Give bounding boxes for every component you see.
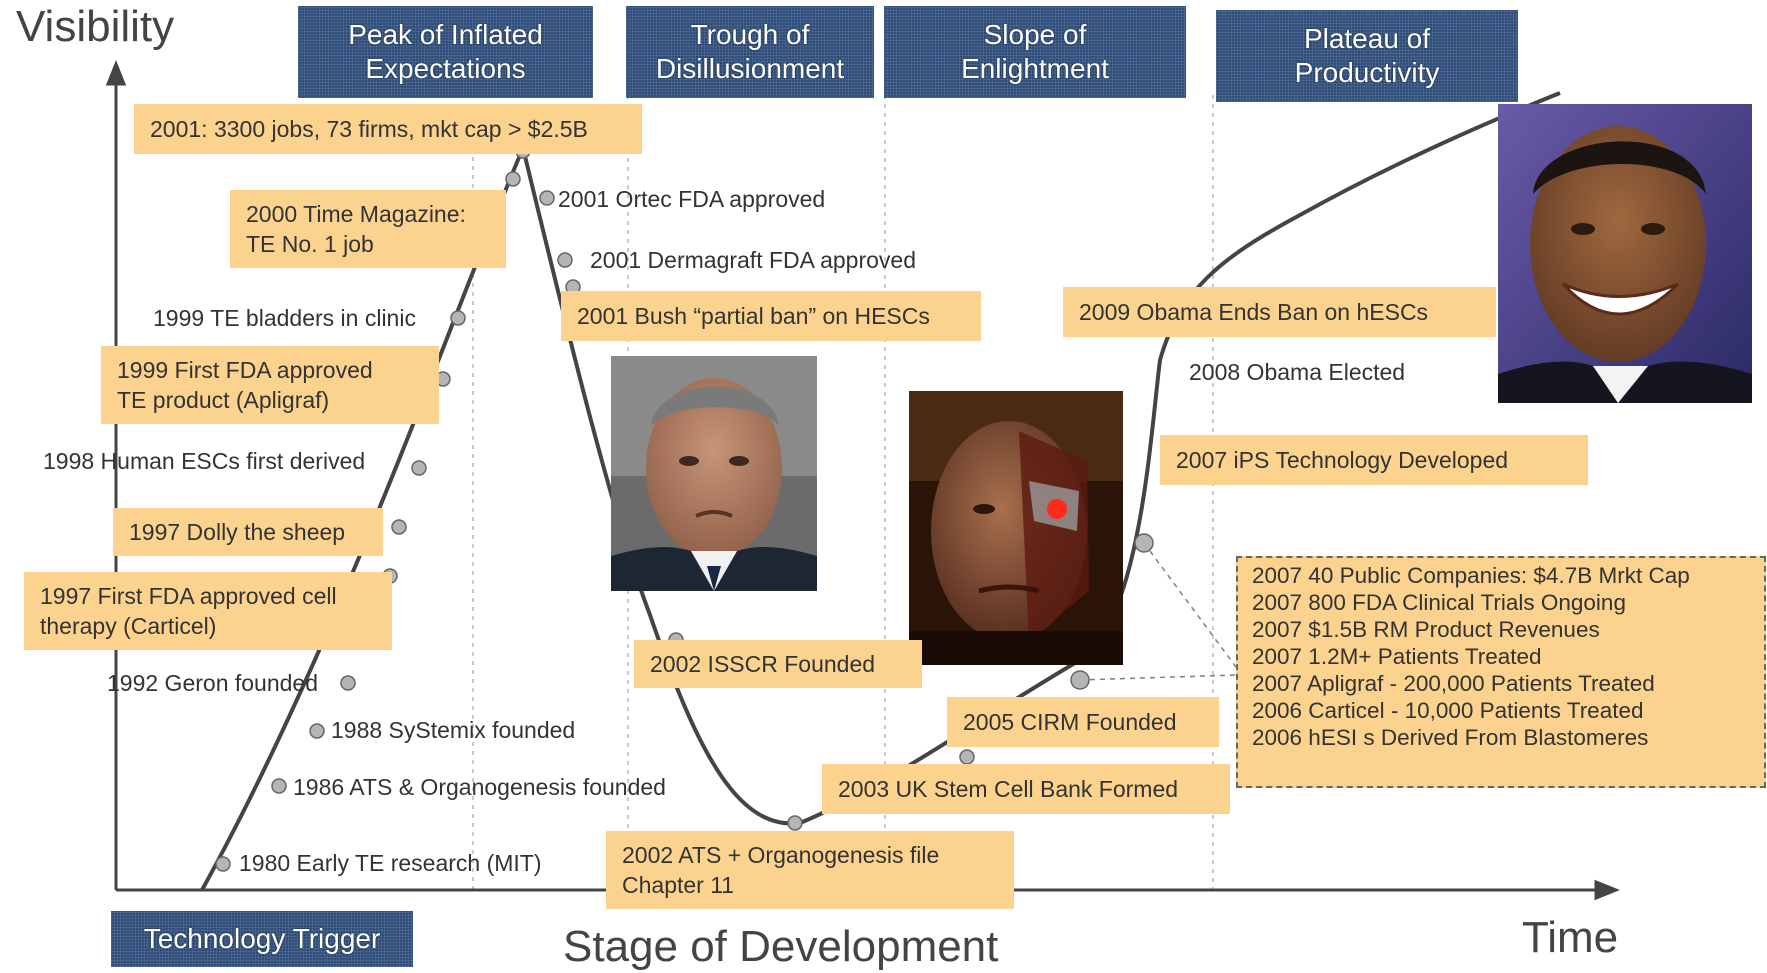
event-1997-dolly: 1997 Dolly the sheep bbox=[113, 508, 383, 556]
event-2000-time: 2000 Time Magazine: TE No. 1 job bbox=[230, 190, 506, 268]
phase-trigger: Technology Trigger bbox=[111, 911, 413, 967]
marker-1980 bbox=[215, 856, 231, 872]
event-2009-obama-ban: 2009 Obama Ends Ban on hESCs bbox=[1063, 287, 1496, 337]
x-axis-arrowhead bbox=[1594, 879, 1621, 901]
marker-1986 bbox=[271, 778, 287, 794]
event-2008-obama-label: 2008 Obama Elected bbox=[1189, 359, 1406, 385]
x-axis-end-label: Time bbox=[1522, 913, 1619, 962]
y-axis-arrowhead bbox=[105, 59, 127, 86]
phase-trough: Trough of Disillusionment bbox=[626, 6, 874, 98]
event-1999-apligraf: 1999 First FDA approved TE product (Apli… bbox=[101, 346, 439, 424]
stats-line: 2006 Carticel - 10,000 Patients Treated bbox=[1252, 698, 1644, 723]
event-1992-label: 1992 Geron founded bbox=[107, 670, 319, 696]
marker-2001-dermagraft bbox=[557, 252, 573, 268]
stats-connectors bbox=[1079, 542, 1237, 681]
stats-line: 2006 hESI s Derived From Blastomeres bbox=[1252, 725, 1649, 750]
event-1998-label: 1998 Human ESCs first derived bbox=[43, 448, 366, 474]
marker-1999-bladders bbox=[450, 310, 466, 326]
event-2002-ats: 2002 ATS + Organogenesis file Chapter 11 bbox=[606, 831, 1014, 909]
event-1988-label: 1988 SyStemix founded bbox=[331, 717, 576, 743]
stats-connector bbox=[1143, 542, 1237, 668]
phase-plateau: Plateau of Productivity bbox=[1216, 10, 1518, 102]
event-2002-isscr: 2002 ISSCR Founded bbox=[634, 640, 922, 688]
stats-line: 2007 Apligraf - 200,000 Patients Treated bbox=[1252, 671, 1655, 696]
marker-2001-ortec bbox=[539, 190, 555, 206]
marker-1998 bbox=[411, 460, 427, 476]
marker-1992 bbox=[340, 675, 356, 691]
event-2001-bush: 2001 Bush “partial ban” on HESCs bbox=[561, 291, 981, 341]
event-1986-label: 1986 ATS & Organogenesis founded bbox=[293, 774, 666, 800]
event-2001-dermagraft-label: 2001 Dermagraft FDA approved bbox=[590, 247, 917, 273]
stats-2007-box: 2007 40 Public Companies: $4.7B Mrkt Cap… bbox=[1236, 556, 1766, 788]
terminator-photo bbox=[909, 391, 1123, 665]
event-2001-ortec-label: 2001 Ortec FDA approved bbox=[558, 186, 826, 212]
y-axis-label: Visibility bbox=[16, 2, 175, 51]
marker-1997-dolly bbox=[391, 519, 407, 535]
phase-slope: Slope of Enlightment bbox=[884, 6, 1186, 98]
marker-1988 bbox=[309, 723, 325, 739]
event-1980-label: 1980 Early TE research (MIT) bbox=[239, 850, 542, 876]
stats-line: 2007 $1.5B RM Product Revenues bbox=[1252, 617, 1600, 642]
marker-2002-ats bbox=[787, 815, 803, 831]
event-2005-cirm: 2005 CIRM Founded bbox=[947, 697, 1219, 747]
marker-2000 bbox=[505, 171, 521, 187]
x-axis-label: Stage of Development bbox=[563, 922, 999, 971]
event-2007-ips: 2007 iPS Technology Developed bbox=[1160, 435, 1588, 485]
event-2001-jobs: 2001: 3300 jobs, 73 firms, mkt cap > $2.… bbox=[134, 104, 642, 154]
stats-line: 2007 1.2M+ Patients Treated bbox=[1252, 644, 1542, 669]
stats-line: 2007 800 FDA Clinical Trials Ongoing bbox=[1252, 590, 1626, 615]
event-1997-carticel: 1997 First FDA approved cell therapy (Ca… bbox=[24, 572, 392, 650]
bush-photo bbox=[611, 356, 817, 591]
stats-line: 2007 40 Public Companies: $4.7B Mrkt Cap bbox=[1252, 563, 1690, 588]
marker-2007 bbox=[1134, 533, 1154, 553]
marker-2005 bbox=[1070, 670, 1090, 690]
marker-2003 bbox=[959, 749, 975, 765]
stats-connector bbox=[1079, 674, 1237, 681]
phase-peak: Peak of Inflated Expectations bbox=[298, 6, 593, 98]
event-1999-bladders-label: 1999 TE bladders in clinic bbox=[153, 305, 416, 331]
event-2003-uk-bank: 2003 UK Stem Cell Bank Formed bbox=[822, 764, 1230, 814]
obama-photo bbox=[1498, 104, 1752, 403]
